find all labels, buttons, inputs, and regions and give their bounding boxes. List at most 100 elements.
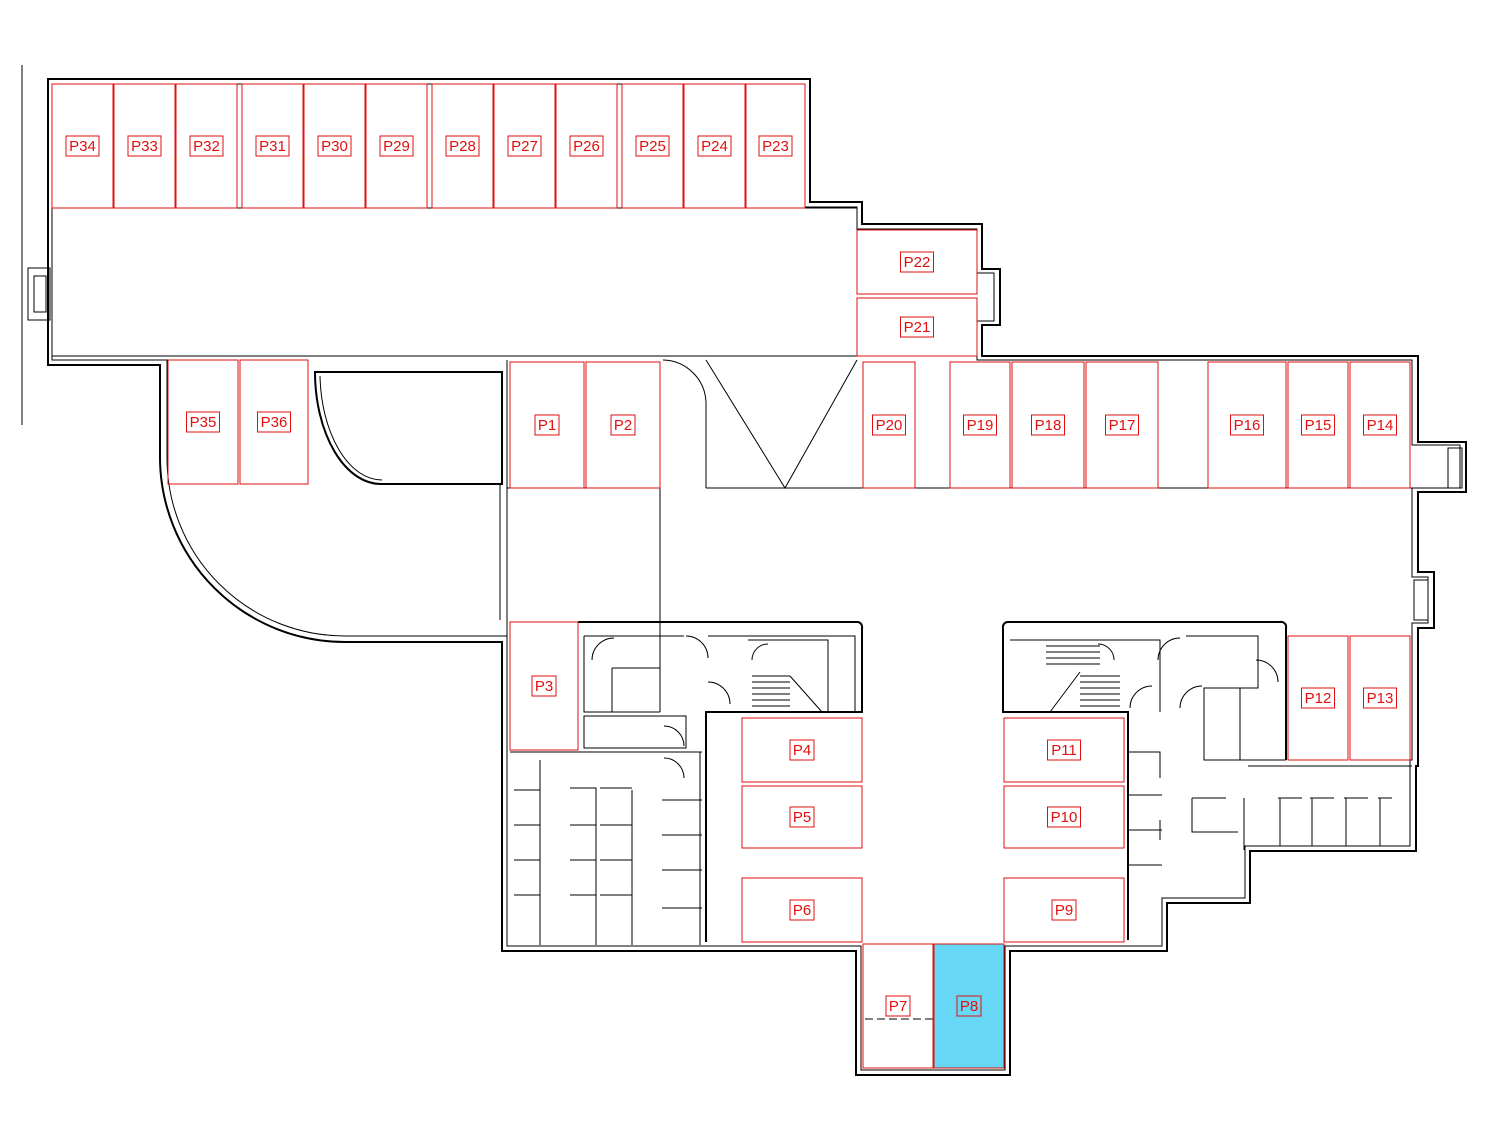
parking-slot-p4[interactable]: P4 bbox=[741, 717, 863, 783]
slot-label-box bbox=[789, 899, 815, 921]
slot-label-box bbox=[900, 251, 934, 273]
parking-slot-p20[interactable]: P20 bbox=[862, 361, 916, 489]
parking-slot-p23[interactable]: P23 bbox=[745, 83, 806, 209]
parking-slot-p13[interactable]: P13 bbox=[1349, 635, 1411, 761]
slot-label-box bbox=[1031, 414, 1065, 436]
slot-outline[interactable] bbox=[1085, 361, 1159, 489]
slot-label: P29 bbox=[383, 138, 410, 155]
parking-slot-p2[interactable]: P2 bbox=[585, 361, 661, 489]
slot-outline[interactable] bbox=[949, 361, 1011, 489]
parking-slot-p26[interactable]: P26 bbox=[555, 83, 618, 209]
slot-outline[interactable] bbox=[856, 297, 978, 357]
slot-label: P6 bbox=[793, 902, 811, 919]
parking-slot-p28[interactable]: P28 bbox=[431, 83, 494, 209]
parking-slot-p24[interactable]: P24 bbox=[683, 83, 746, 209]
slot-label: P15 bbox=[1305, 417, 1332, 434]
parking-slot-p22[interactable]: P22 bbox=[856, 229, 978, 295]
parking-slot-p36[interactable]: P36 bbox=[239, 359, 309, 485]
slot-outline[interactable] bbox=[862, 943, 934, 1069]
slot-outline[interactable] bbox=[509, 361, 585, 489]
slot-outline[interactable] bbox=[113, 83, 176, 209]
slot-outline[interactable] bbox=[175, 83, 238, 209]
slot-label: P34 bbox=[69, 138, 96, 155]
slot-outline[interactable] bbox=[1349, 361, 1411, 489]
parking-slot-p9[interactable]: P9 bbox=[1003, 877, 1125, 943]
slot-outline[interactable] bbox=[1003, 877, 1125, 943]
slot-label-box bbox=[789, 806, 815, 828]
outer-wall bbox=[47, 78, 1467, 1076]
slot-outline[interactable] bbox=[741, 877, 863, 943]
slot-outline[interactable] bbox=[585, 361, 661, 489]
parking-slot-p33[interactable]: P33 bbox=[113, 83, 176, 209]
parking-slot-p16[interactable]: P16 bbox=[1207, 361, 1287, 489]
parking-slot-p34[interactable]: P34 bbox=[51, 83, 114, 209]
slot-outline[interactable] bbox=[1207, 361, 1287, 489]
parking-slot-p5[interactable]: P5 bbox=[741, 785, 863, 849]
parking-slot-p15[interactable]: P15 bbox=[1287, 361, 1349, 489]
slot-label: P18 bbox=[1035, 417, 1062, 434]
parking-slot-p11[interactable]: P11 bbox=[1003, 717, 1125, 783]
parking-slot-p12[interactable]: P12 bbox=[1287, 635, 1349, 761]
parking-slot-p19[interactable]: P19 bbox=[949, 361, 1011, 489]
slot-label-box bbox=[697, 135, 732, 157]
parking-slot-p3[interactable]: P3 bbox=[509, 621, 579, 751]
parking-slot-p8[interactable]: P8 bbox=[933, 943, 1005, 1069]
east-pillar bbox=[1447, 447, 1463, 489]
slot-outline[interactable] bbox=[493, 83, 556, 209]
slot-outline[interactable] bbox=[741, 785, 863, 849]
parking-slot-p1[interactable]: P1 bbox=[509, 361, 585, 489]
slot-label-box bbox=[317, 135, 352, 157]
parking-slot-p14[interactable]: P14 bbox=[1349, 361, 1411, 489]
parking-slot-p30[interactable]: P30 bbox=[303, 83, 366, 209]
door-swing-2 bbox=[685, 635, 709, 659]
slot-outline[interactable] bbox=[621, 83, 684, 209]
slot-label-box bbox=[1301, 687, 1335, 709]
parking-slot-p29[interactable]: P29 bbox=[365, 83, 428, 209]
slot-outline[interactable] bbox=[509, 621, 579, 751]
slot-label: P36 bbox=[261, 414, 288, 431]
slot-outline[interactable] bbox=[862, 361, 916, 489]
slot-outline[interactable] bbox=[1011, 361, 1085, 489]
slot-outline[interactable] bbox=[741, 717, 863, 783]
parking-slot-p18[interactable]: P18 bbox=[1011, 361, 1085, 489]
parking-slot-p27[interactable]: P27 bbox=[493, 83, 556, 209]
slot-label: P26 bbox=[573, 138, 600, 155]
slot-outline[interactable] bbox=[241, 83, 304, 209]
slot-label-box bbox=[1363, 687, 1397, 709]
parking-slot-p21[interactable]: P21 bbox=[856, 297, 978, 357]
slot-outline[interactable] bbox=[1003, 785, 1125, 849]
slot-outline[interactable] bbox=[683, 83, 746, 209]
slot-outline[interactable] bbox=[745, 83, 806, 209]
parking-slot-p6[interactable]: P6 bbox=[741, 877, 863, 943]
sw-office-rooms bbox=[510, 635, 856, 945]
slot-label: P32 bbox=[193, 138, 220, 155]
parking-slot-p17[interactable]: P17 bbox=[1085, 361, 1159, 489]
door-swing-1 bbox=[591, 637, 615, 661]
slot-label-box bbox=[1051, 899, 1077, 921]
slot-label-box bbox=[885, 995, 911, 1017]
slot-label: P11 bbox=[1051, 742, 1077, 759]
parking-slot-p25[interactable]: P25 bbox=[621, 83, 684, 209]
slot-label: P16 bbox=[1234, 417, 1261, 434]
slot-outline[interactable] bbox=[1003, 717, 1125, 783]
parking-slot-p35[interactable]: P35 bbox=[167, 359, 239, 485]
slot-label-box bbox=[872, 414, 906, 436]
parking-slot-p7[interactable]: P7 bbox=[862, 943, 934, 1069]
parking-slot-p31[interactable]: P31 bbox=[241, 83, 304, 209]
slot-outline[interactable] bbox=[365, 83, 428, 209]
parking-slot-p10[interactable]: P10 bbox=[1003, 785, 1125, 849]
slot-outline[interactable] bbox=[303, 83, 366, 209]
door-swing-6 bbox=[1157, 637, 1181, 661]
parking-slot-p32[interactable]: P32 bbox=[175, 83, 238, 209]
slot-label-box bbox=[189, 135, 224, 157]
slot-outline[interactable] bbox=[51, 83, 114, 209]
slot-outline[interactable] bbox=[1287, 361, 1349, 489]
slot-outline[interactable] bbox=[555, 83, 618, 209]
slot-outline[interactable] bbox=[1287, 635, 1349, 761]
slot-outline[interactable] bbox=[1349, 635, 1411, 761]
slot-outline[interactable] bbox=[856, 229, 978, 295]
slot-outline[interactable] bbox=[431, 83, 494, 209]
slot-outline[interactable] bbox=[239, 359, 309, 485]
slot-outline[interactable] bbox=[167, 359, 239, 485]
